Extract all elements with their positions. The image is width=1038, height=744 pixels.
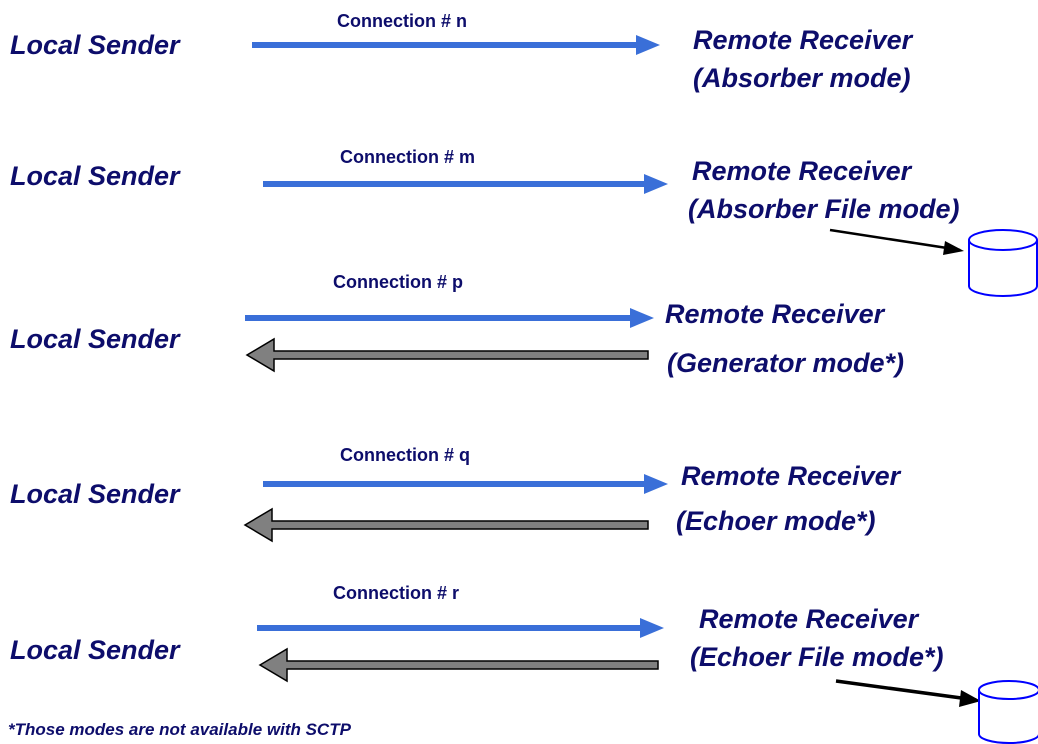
file-pointer-head-r [959, 690, 981, 707]
file-pointer-head-m [943, 241, 964, 255]
footnote: *Those modes are not available with SCTP [8, 720, 351, 739]
local-sender-label-n: Local Sender [10, 30, 180, 60]
file-pointer-line-m [829, 228, 961, 252]
local-sender-label-m: Local Sender [10, 161, 180, 191]
send-arrow-p [245, 308, 654, 328]
local-sender-label-q: Local Sender [10, 479, 180, 509]
return-arrow-q [243, 507, 649, 543]
remote-receiver-label-r: Remote Receiver [699, 604, 919, 634]
return-arrow-p [245, 337, 649, 373]
send-arrow-r [257, 618, 664, 638]
return-arrow-r [258, 647, 659, 683]
file-pointer-line-r [835, 679, 977, 702]
remote-receiver-label-m: Remote Receiver [692, 156, 912, 186]
remote-receiver-label-n: Remote Receiver [693, 25, 913, 55]
send-arrow-n [252, 35, 660, 55]
connection-label-p: Connection # p [333, 272, 463, 292]
send-arrow-m [263, 174, 668, 194]
remote-receiver-label-q: Remote Receiver [681, 461, 901, 491]
receiver-mode-label-q: (Echoer mode*) [676, 506, 876, 536]
disk-icon-r [978, 680, 1038, 744]
disk-icon-m [968, 229, 1038, 297]
connection-label-m: Connection # m [340, 147, 476, 167]
send-arrow-q [263, 474, 668, 494]
local-sender-label-p: Local Sender [10, 324, 180, 354]
connection-label-r: Connection # r [333, 583, 460, 603]
receiver-mode-label-n: (Absorber mode) [693, 63, 911, 93]
connection-label-n: Connection # n [337, 11, 467, 31]
remote-receiver-label-p: Remote Receiver [665, 299, 885, 329]
receiver-mode-label-r: (Echoer File mode*) [690, 642, 944, 672]
connection-label-q: Connection # q [340, 445, 470, 465]
receiver-mode-label-p: (Generator mode*) [667, 348, 905, 378]
local-sender-label-r: Local Sender [10, 635, 180, 665]
receiver-mode-label-m: (Absorber File mode) [688, 194, 960, 224]
